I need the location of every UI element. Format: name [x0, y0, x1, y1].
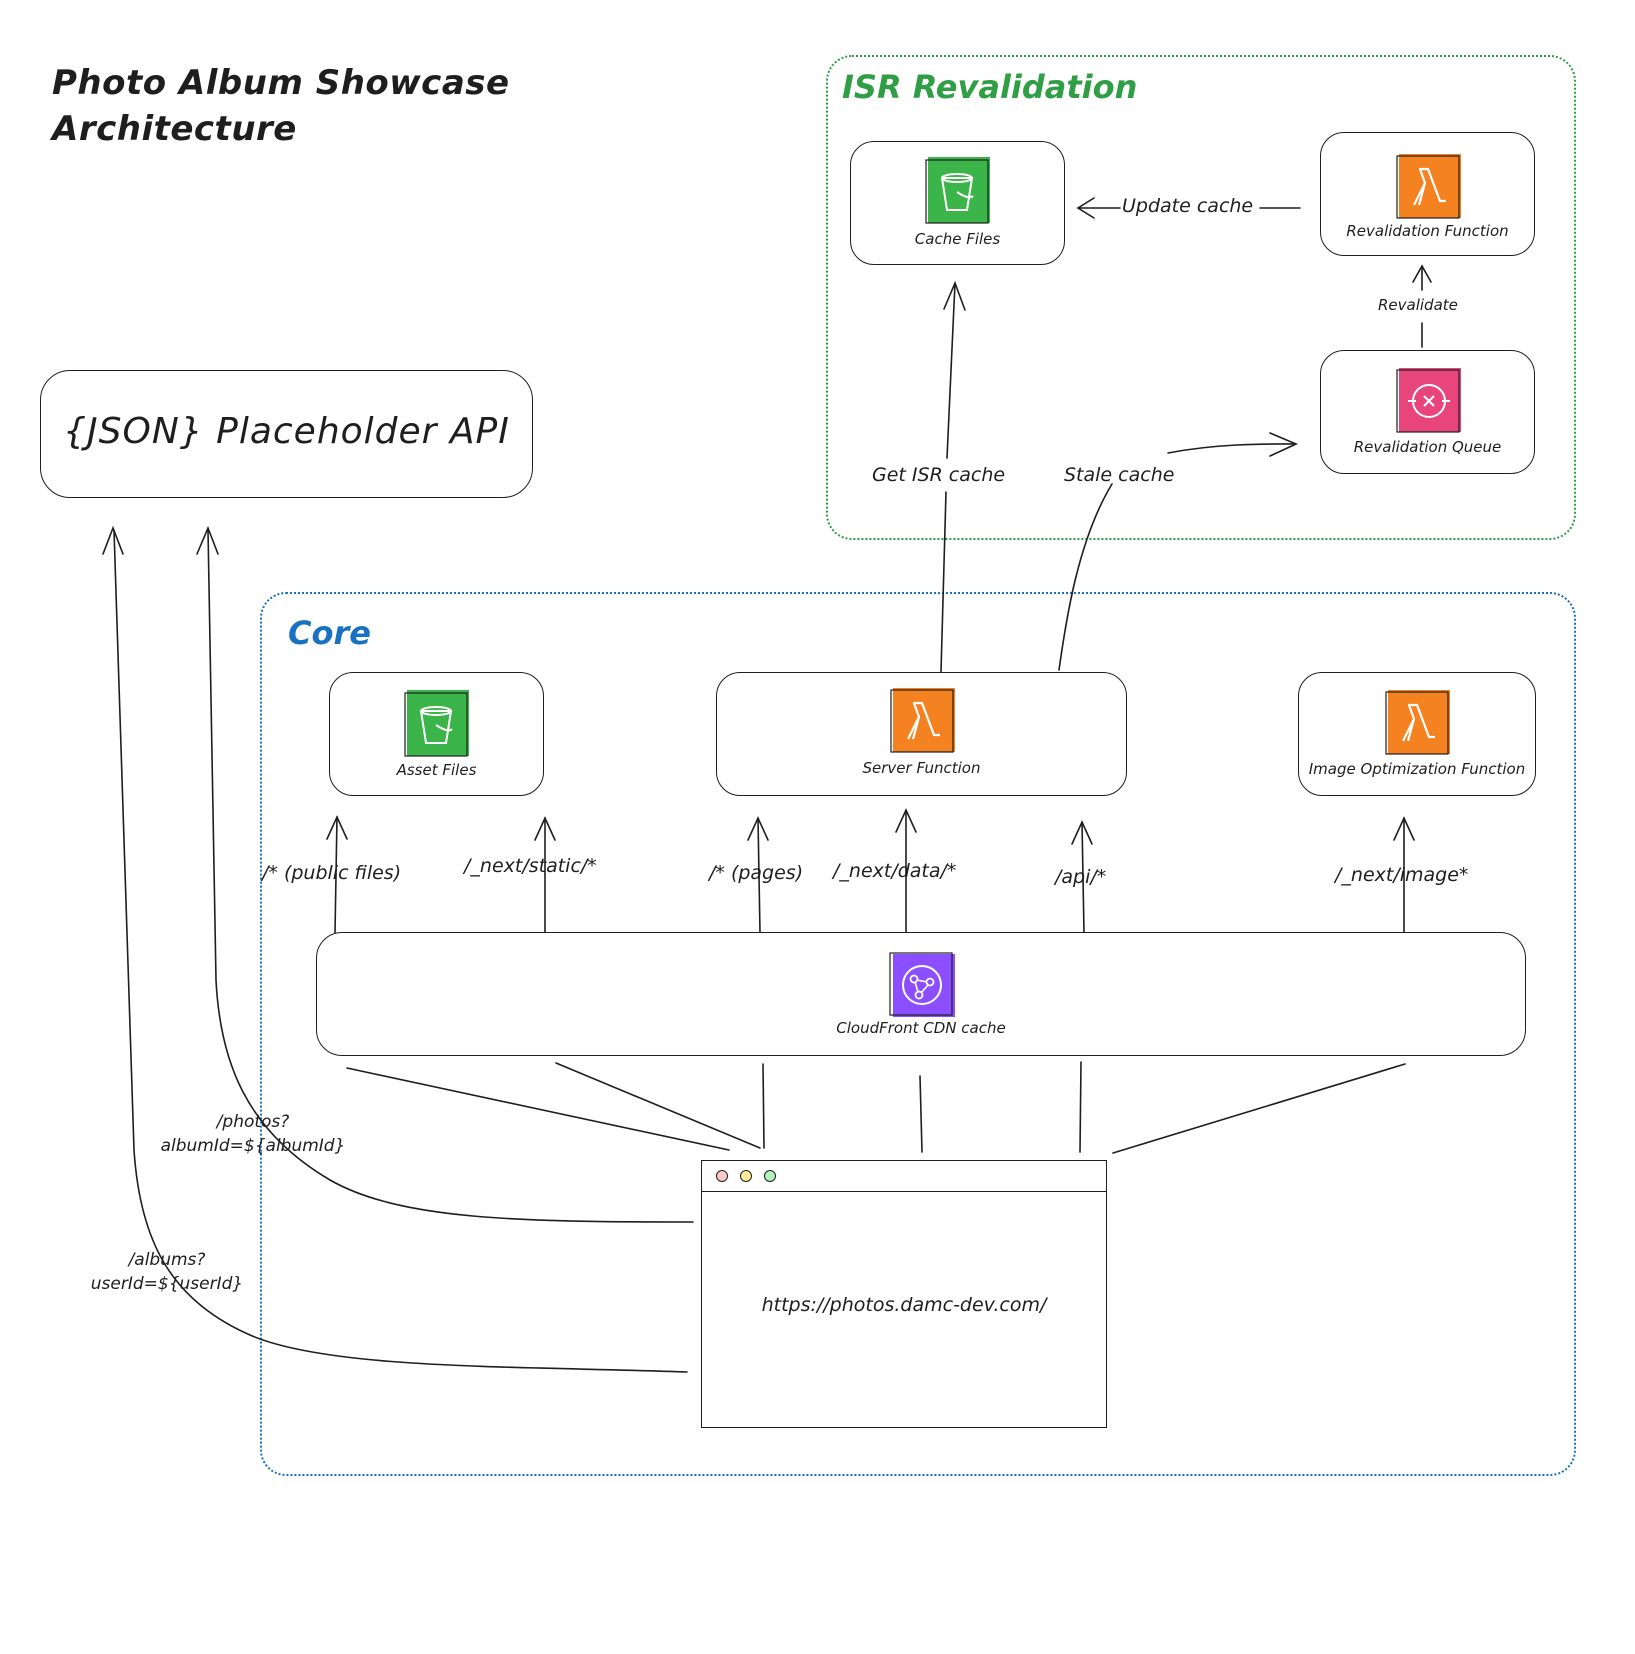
- s3-bucket-icon: [404, 689, 469, 757]
- route-next-image-label: /_next/image*: [1335, 864, 1469, 886]
- revalidation-queue-label: Revalidation Queue: [1353, 438, 1502, 456]
- lambda-icon: [890, 687, 955, 753]
- photos-call-line-1: /photos?: [216, 1112, 290, 1132]
- cloudfront-icon: [889, 952, 955, 1017]
- lambda-icon: [1385, 689, 1450, 755]
- browser-title-bar: [702, 1161, 1106, 1192]
- albums-call-line-1: /albums?: [128, 1250, 206, 1270]
- stale-cache-label: Stale cache: [1064, 464, 1175, 486]
- cloudfront-cdn-node: CloudFront CDN cache: [316, 932, 1526, 1056]
- revalidation-function-label: Revalidation Function: [1346, 222, 1509, 240]
- s3-bucket-icon: [925, 156, 990, 224]
- route-public-files-edge: [334, 816, 338, 934]
- revalidation-function-node: Revalidation Function: [1320, 132, 1535, 256]
- route-pages-edge: [757, 817, 761, 934]
- browser-url: https://photos.damc-dev.com/: [761, 1294, 1047, 1316]
- photos-call-edge: [207, 529, 694, 1223]
- route-next-data-label: /_next/data/*: [833, 860, 957, 882]
- server-function-label: Server Function: [862, 759, 981, 777]
- server-function-node: Server Function: [716, 672, 1127, 796]
- update-cache-label: Update cache: [1122, 195, 1254, 217]
- isr-group-label: ISR Revalidation: [842, 68, 1138, 106]
- stale-cache-edge-b: [1167, 443, 1297, 454]
- browser-minimize-dot: [740, 1170, 752, 1182]
- json-placeholder-api-label: {JSON} Placeholder API: [63, 411, 510, 452]
- browser-window: https://photos.damc-dev.com/: [701, 1160, 1107, 1428]
- albums-call-label: /albums? userId=${userId}: [72, 1248, 262, 1296]
- stale-cache-arrowhead: [1269, 432, 1298, 457]
- cache-files-node: Cache Files: [850, 141, 1065, 265]
- revalidate-label: Revalidate: [1378, 296, 1458, 314]
- revalidate-arrowhead: [1412, 264, 1432, 283]
- route-public-files-label: /* (public files): [262, 862, 402, 884]
- get-isr-cache-arrowhead: [943, 280, 966, 311]
- get-isr-cache-edge-a: [940, 491, 947, 673]
- lambda-icon: [1396, 153, 1461, 219]
- title-line-1: Photo Album Showcase: [52, 63, 510, 103]
- sqs-queue-icon: [1396, 367, 1461, 433]
- update-cache-arrowhead: [1076, 197, 1095, 219]
- asset-files-label: Asset Files: [396, 761, 477, 779]
- route-pages-label: /* (pages): [709, 862, 804, 884]
- albums-call-line-2: userId=${userId}: [90, 1274, 244, 1294]
- isr-revalidation-group: [826, 55, 1576, 540]
- core-group: [260, 592, 1576, 1476]
- route-api-label: /api/*: [1055, 866, 1107, 888]
- photos-call-line-2: albumId=${albumId}: [160, 1136, 346, 1156]
- route-next-static-label: /_next/static/*: [464, 855, 597, 877]
- revalidation-queue-node: Revalidation Queue: [1320, 350, 1535, 474]
- image-optimization-function-label: Image Optimization Function: [1308, 760, 1526, 778]
- photos-call-label: /photos? albumId=${albumId}: [148, 1110, 358, 1158]
- albums-call-edge: [113, 529, 688, 1373]
- stale-cache-edge-a: [1058, 483, 1113, 671]
- get-isr-cache-edge-b: [946, 282, 956, 459]
- route-api-edge: [1081, 821, 1085, 934]
- get-isr-cache-label: Get ISR cache: [872, 464, 1006, 486]
- json-placeholder-api: {JSON} Placeholder API: [40, 370, 533, 498]
- cloudfront-label: CloudFront CDN cache: [836, 1019, 1006, 1037]
- cache-files-label: Cache Files: [914, 230, 1001, 248]
- diagram-title: Photo Album Showcase Architecture: [52, 60, 532, 152]
- core-group-label: Core: [288, 614, 371, 652]
- browser-maximize-dot: [764, 1170, 776, 1182]
- image-optimization-function-node: Image Optimization Function: [1298, 672, 1536, 796]
- title-line-2: Architecture: [52, 109, 297, 149]
- browser-close-dot: [716, 1170, 728, 1182]
- asset-files-node: Asset Files: [329, 672, 544, 796]
